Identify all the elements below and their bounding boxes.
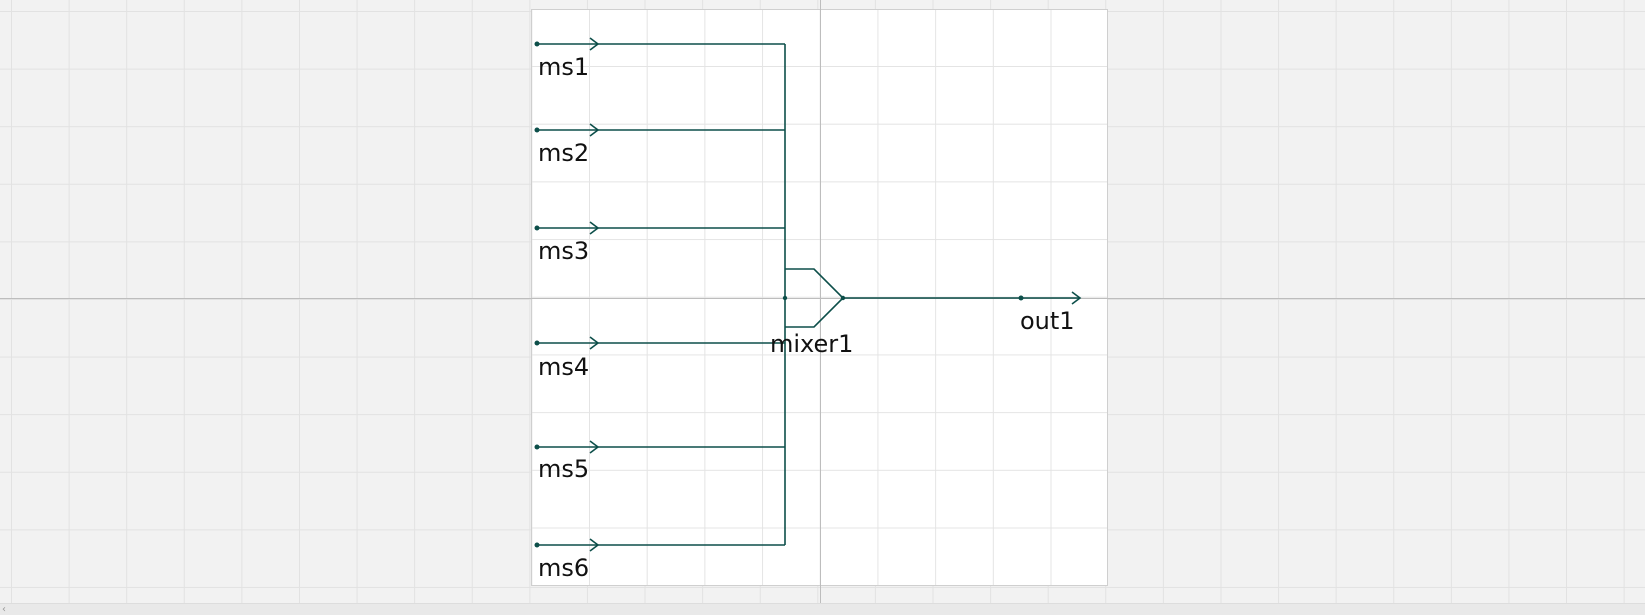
mixer-block[interactable] (782, 268, 846, 328)
input-label-ms4: ms4 (538, 353, 589, 381)
mixer-label: mixer1 (770, 330, 853, 358)
input-wire-ms3[interactable] (534, 221, 786, 235)
input-wire-ms6[interactable] (534, 538, 786, 552)
input-label-ms6: ms6 (538, 554, 589, 582)
input-label-ms3: ms3 (538, 237, 589, 265)
horizontal-scrollbar[interactable]: ‹ (0, 603, 1645, 615)
input-label-ms2: ms2 (538, 139, 589, 167)
output-label: out1 (1020, 307, 1075, 335)
vertical-center-axis (820, 0, 821, 603)
input-wire-ms5[interactable] (534, 440, 786, 454)
scroll-left-arrow-icon[interactable]: ‹ (2, 604, 6, 615)
input-wire-ms1[interactable] (534, 37, 786, 51)
input-label-ms1: ms1 (538, 53, 589, 81)
input-label-ms5: ms5 (538, 455, 589, 483)
input-wire-ms4[interactable] (534, 336, 786, 350)
horizontal-center-axis (0, 298, 1645, 299)
output-wire-out1[interactable] (843, 291, 1082, 305)
input-wire-ms2[interactable] (534, 123, 786, 137)
